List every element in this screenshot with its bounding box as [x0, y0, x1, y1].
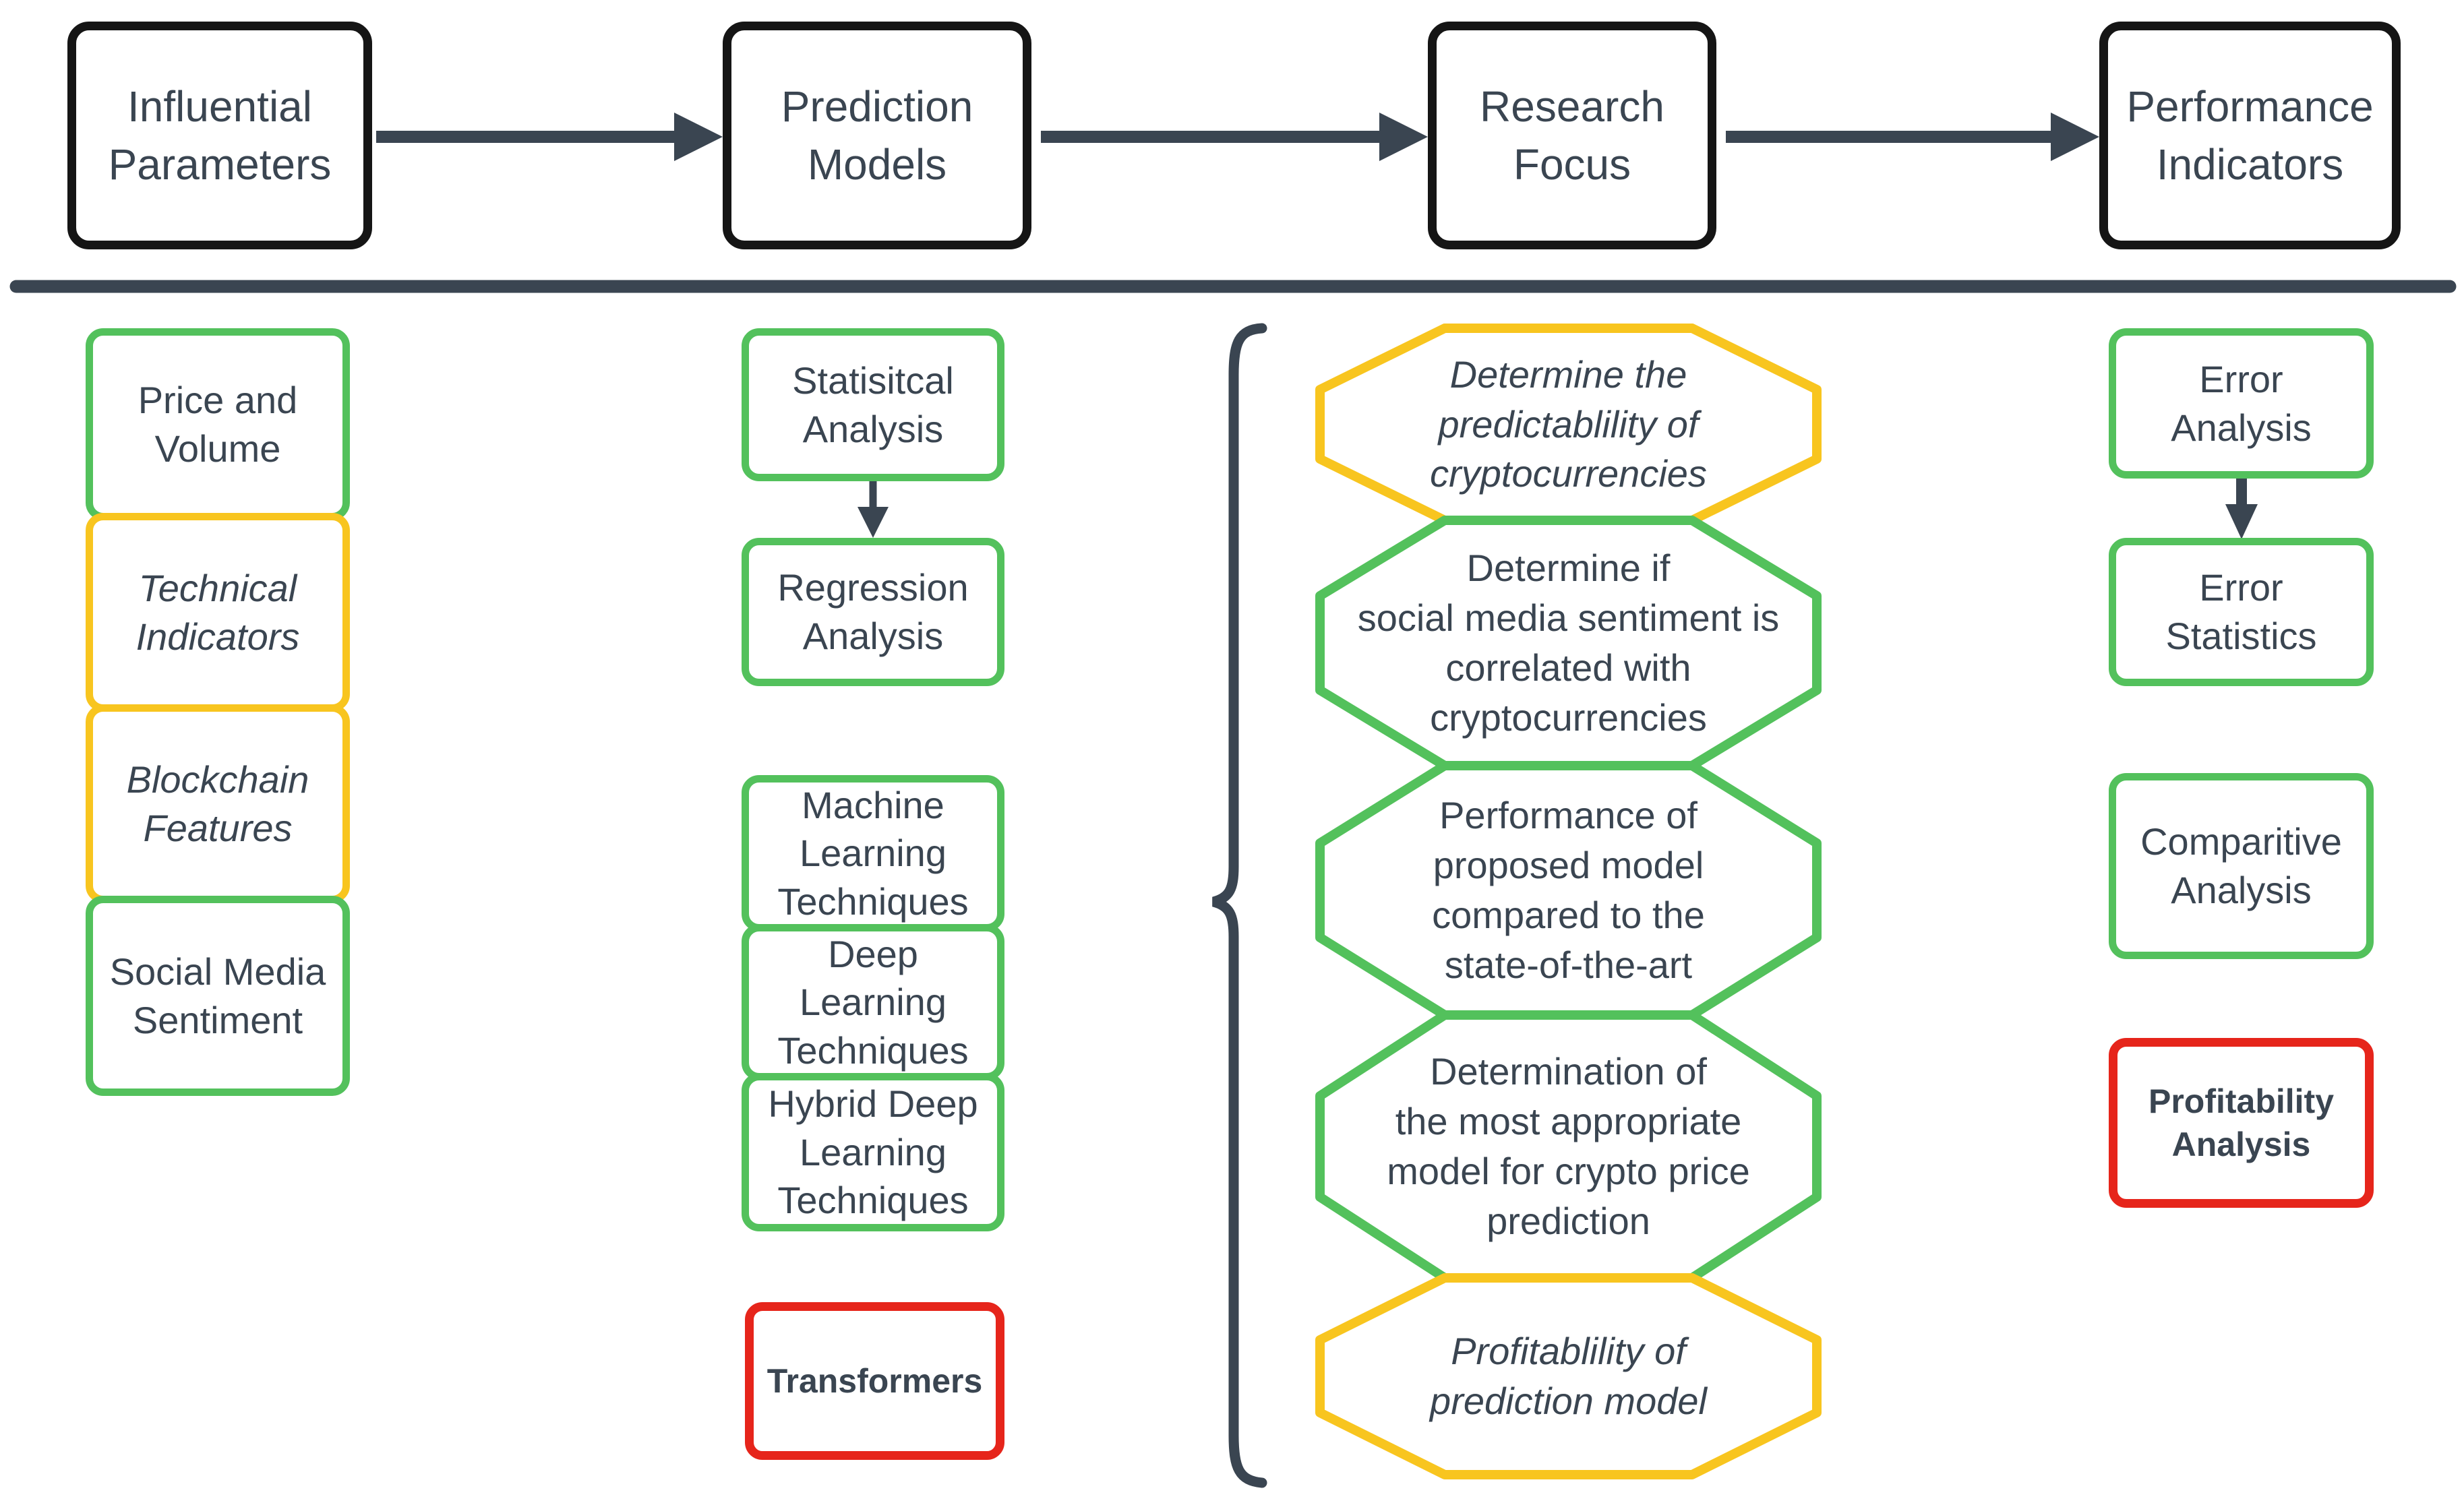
node-hybrid-deep-learning-techniques: Hybrid Deep Learning Techniques	[742, 1073, 1004, 1231]
stage-research-focus: Research Focus	[1428, 22, 1716, 249]
label-sentiment-correlation: Determine if social media sentiment is c…	[1357, 547, 1780, 739]
node-social-media-sentiment: Social Media Sentiment	[86, 896, 350, 1096]
node-price-and-volume: Price and Volume	[86, 328, 350, 520]
node-regression-analysis: Regression Analysis	[742, 538, 1004, 686]
node-profitability-analysis: Profitability Analysis	[2109, 1038, 2374, 1208]
stage-influential-parameters: Influential Parameters	[67, 22, 372, 249]
stage-prediction-models: Prediction Models	[723, 22, 1031, 249]
label-most-appropriate-model: Determination of the most appropriate mo…	[1387, 1050, 1750, 1242]
node-statistical-analysis: Statisitcal Analysis	[742, 328, 1004, 481]
arrow-error-analysis-to-statistics	[2225, 476, 2258, 539]
node-error-analysis: Error Analysis	[2109, 328, 2374, 479]
arrowhead-icon	[1379, 113, 1428, 161]
arrowhead-icon	[2051, 113, 2099, 161]
arrowhead-icon	[858, 507, 889, 538]
node-technical-indicators: Technical Indicators	[86, 513, 350, 712]
arrowhead-icon	[2225, 504, 2258, 539]
label-performance-vs-sota: Performance of proposed model compared t…	[1432, 794, 1705, 986]
arrow-research-to-performance	[1726, 113, 2099, 161]
label-profitability-of-model: Profitablility of prediction model	[1430, 1330, 1707, 1422]
arrowhead-icon	[674, 113, 723, 161]
arrow-statistical-to-regression	[858, 480, 889, 538]
arrow-prediction-to-research	[1041, 113, 1428, 161]
node-comparitive-analysis: Comparitive Analysis	[2109, 773, 2374, 959]
node-transformers: Transformers	[745, 1302, 1004, 1460]
stage-performance-indicators: Performance Indicators	[2099, 22, 2401, 249]
node-deep-learning-techniques: Deep Learning Techniques	[742, 924, 1004, 1080]
research-focus-brace	[1211, 323, 1267, 1488]
node-blockchain-features: Blockchain Features	[86, 704, 350, 903]
node-machine-learning-techniques: Machine Learning Techniques	[742, 775, 1004, 931]
label-determine-predictability: Determine the predictablility of cryptoc…	[1430, 352, 1707, 495]
arrow-influential-to-prediction	[376, 113, 723, 161]
node-error-statistics: Error Statistics	[2109, 538, 2374, 686]
